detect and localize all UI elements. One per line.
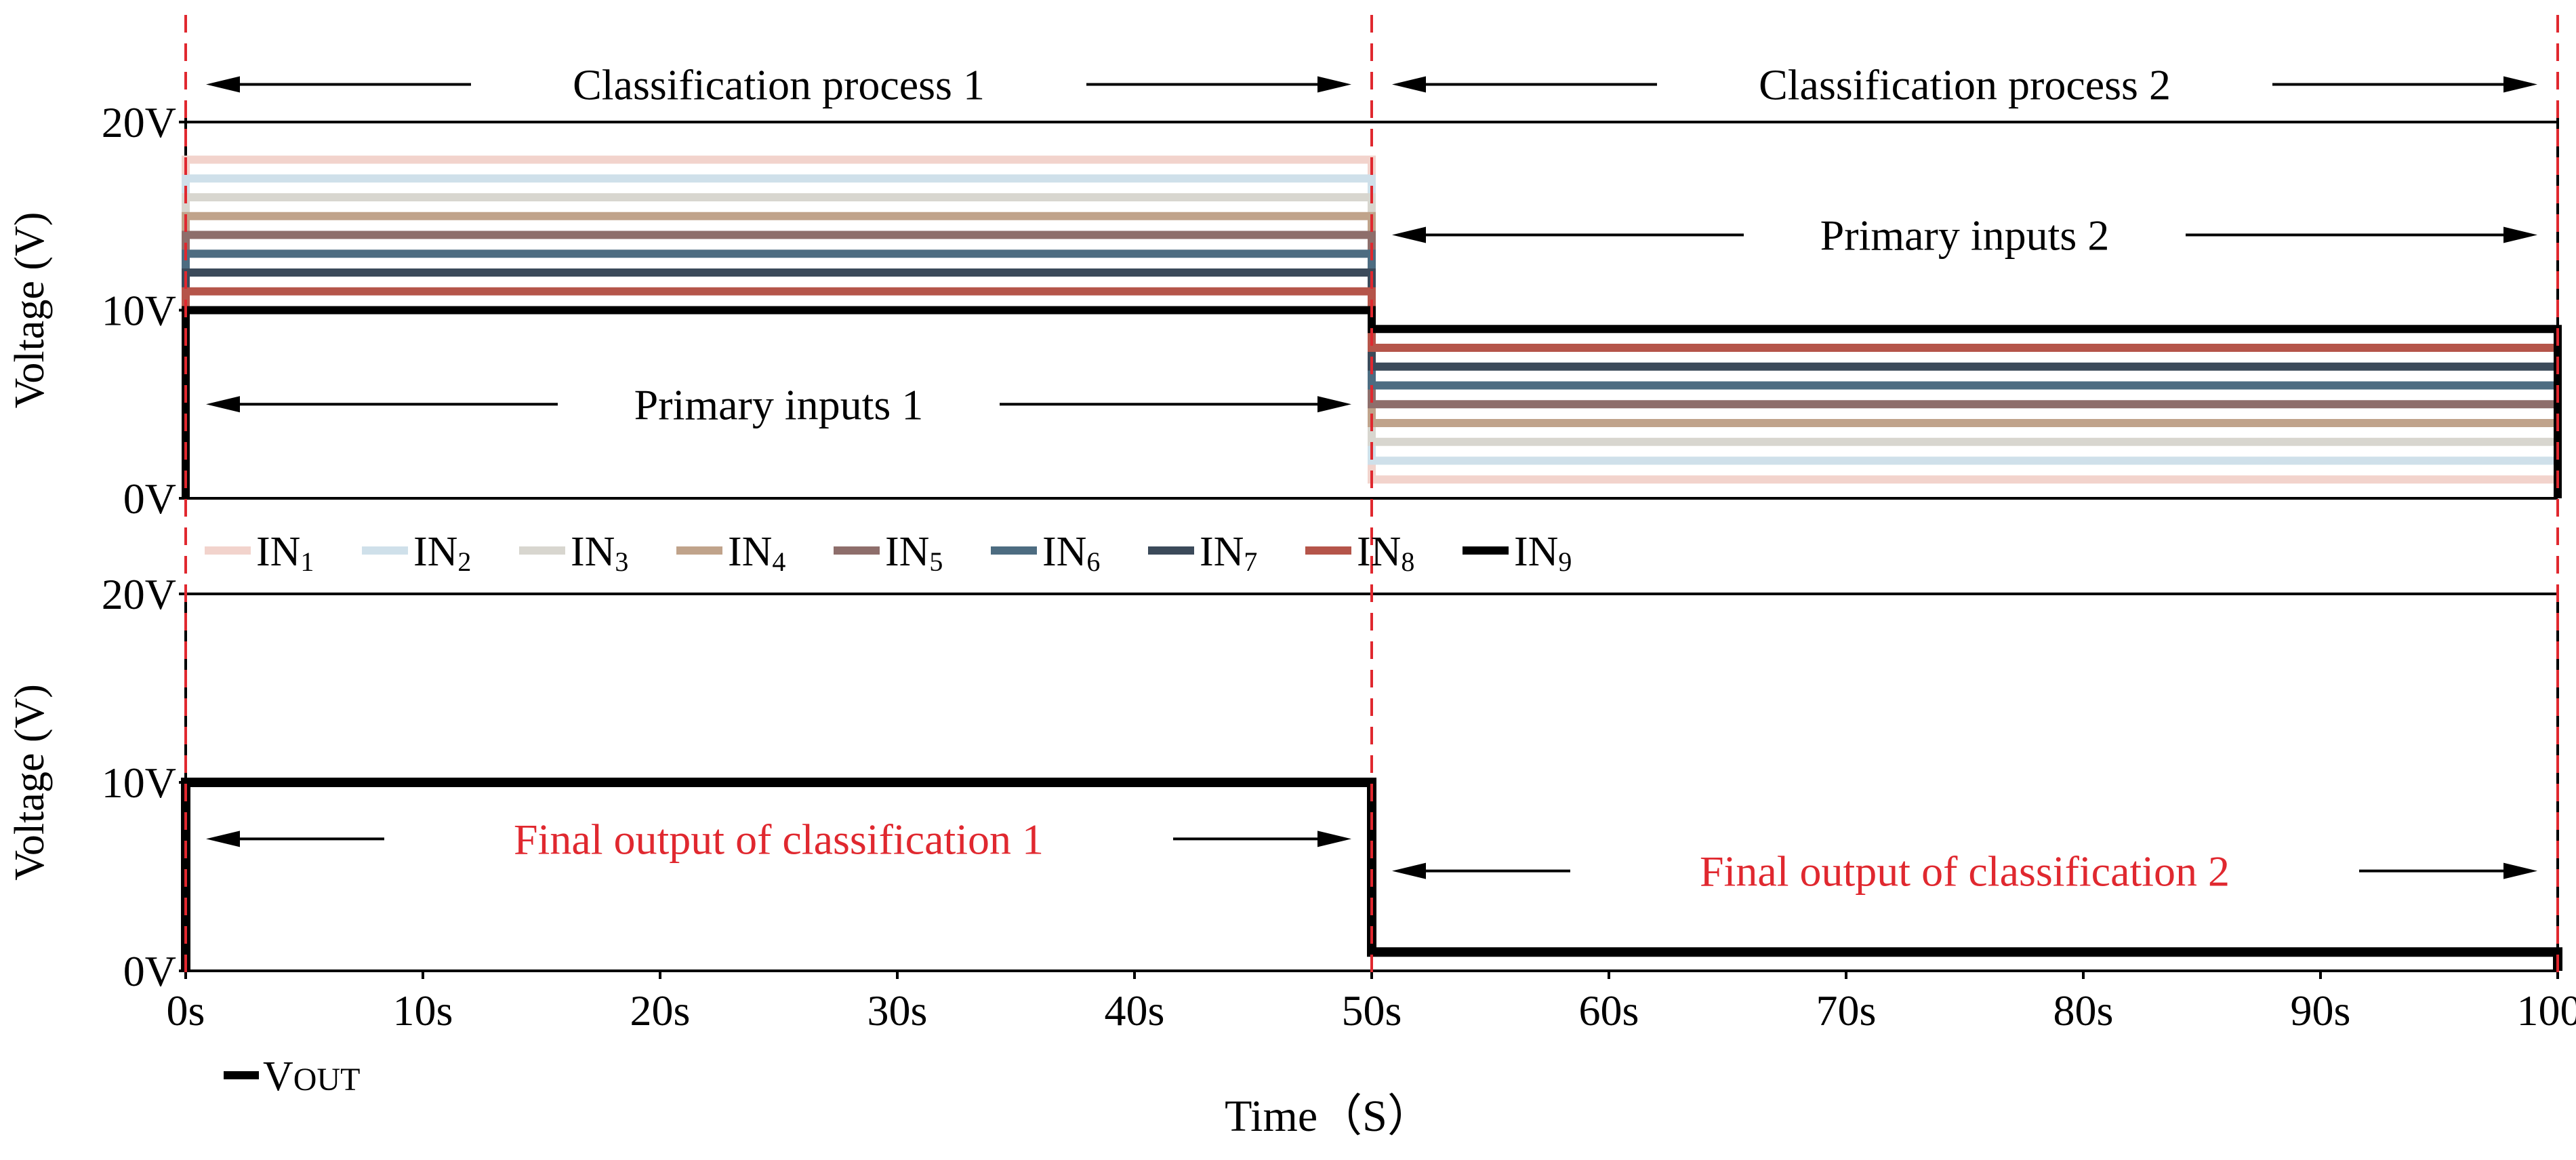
legend-label: IN5	[885, 529, 943, 577]
x-tick-label: 30s	[867, 986, 928, 1035]
x-tick-label: 60s	[1579, 986, 1639, 1035]
legend-label: IN4	[728, 529, 785, 577]
x-tick-label: 0s	[167, 986, 205, 1035]
x-tick-label: 50s	[1342, 986, 1402, 1035]
annotation-arrowhead-right	[1317, 76, 1351, 93]
top-y-axis-label: Voltage (V)	[7, 212, 53, 409]
annotation-arrowhead-left	[206, 396, 240, 413]
x-tick-label: 70s	[1816, 986, 1877, 1035]
top-y-tick-label: 10V	[102, 287, 176, 335]
legend-label: IN1	[256, 529, 314, 577]
annotation-text: Classification process 1	[573, 61, 985, 109]
x-tick-label: 20s	[630, 986, 691, 1035]
annotation-arrowhead-left	[1392, 226, 1426, 243]
top-y-tick-label: 0V	[123, 475, 176, 523]
annotation-text: Final output of classification 1	[514, 815, 1044, 863]
annotation-text: Primary inputs 2	[1820, 212, 2110, 260]
annotation-arrowhead-left	[1392, 862, 1426, 879]
top-y-tick-label: 20V	[102, 98, 176, 146]
annotation-text: Primary inputs 1	[634, 380, 924, 428]
annotation-arrowhead-right	[2503, 76, 2537, 93]
annotation-arrowhead-right	[2503, 862, 2537, 879]
annotation-arrowhead-right	[1317, 831, 1351, 847]
x-tick-label: 10s	[393, 986, 453, 1035]
bottom-y-axis-label: Voltage (V)	[7, 684, 53, 881]
legend-inputs: IN1 IN2 IN3 IN4 IN5 IN6 IN7 IN8 IN9	[205, 529, 1572, 577]
annotation-arrowhead-right	[1317, 396, 1351, 413]
x-tick-label: 80s	[2053, 986, 2114, 1035]
legend-label: IN7	[1200, 529, 1257, 577]
legend-label: IN9	[1514, 529, 1572, 577]
bottom-y-tick-label: 20V	[102, 570, 176, 618]
annotation-text: Classification process 2	[1759, 61, 2171, 109]
x-tick-label: 100s	[2517, 986, 2576, 1035]
annotation-arrowhead-right	[2503, 226, 2537, 243]
bottom-y-tick-label: 10V	[102, 759, 176, 807]
top-panel: 0V 10V 20V Voltage (V) Classification proces…	[7, 61, 2562, 523]
phase-boundaries	[184, 15, 2559, 976]
legend-output: VOUT	[224, 1054, 360, 1100]
legend-label: VOUT	[263, 1054, 360, 1100]
x-axis-label: Time（S）	[1225, 1092, 1432, 1141]
annotation-text: Final output of classification 2	[1700, 847, 2230, 896]
annotation-arrowhead-left	[1392, 76, 1426, 93]
legend-label: IN3	[571, 529, 628, 577]
x-tick-label: 40s	[1105, 986, 1165, 1035]
legend-label: IN2	[413, 529, 471, 577]
annotation-arrowhead-left	[206, 76, 240, 93]
legend-label: IN6	[1042, 529, 1100, 577]
x-tick-label: 90s	[2291, 986, 2351, 1035]
bottom-y-tick-label: 0V	[123, 947, 176, 995]
legend-label: IN8	[1357, 529, 1414, 577]
bottom-panel: 0V 10V 20V Voltage (V) 0s 10s 20s 30s 40s 50s 60s 7…	[7, 570, 2576, 1035]
annotation-arrowhead-left	[206, 831, 240, 847]
